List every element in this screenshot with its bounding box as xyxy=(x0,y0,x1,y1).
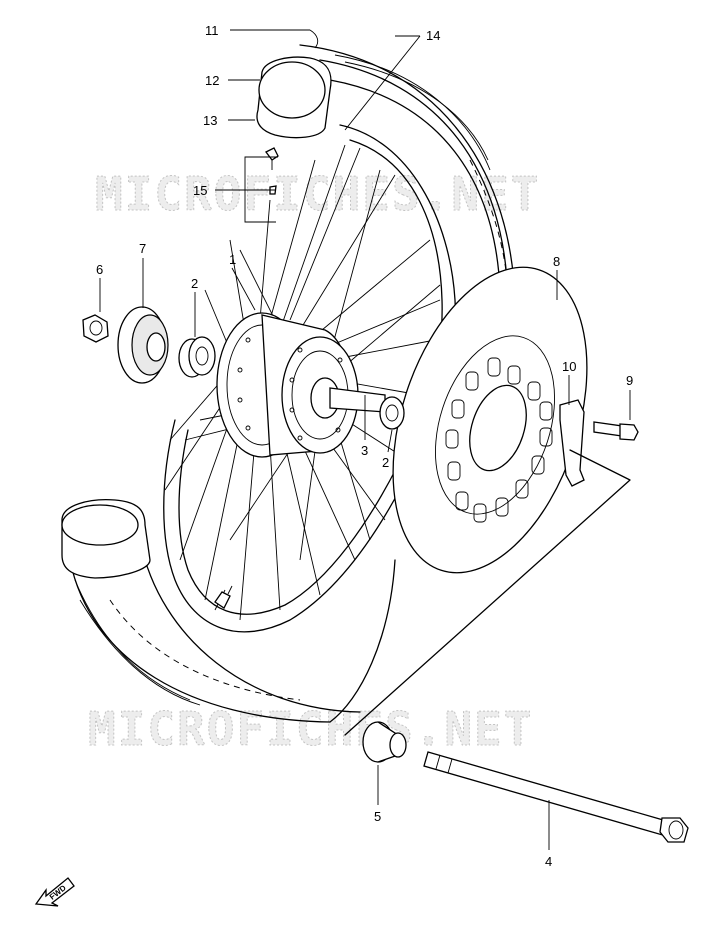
callout-8: 8 xyxy=(553,254,560,269)
rim xyxy=(163,124,456,633)
assembly-guide-lines xyxy=(344,449,631,736)
axle-shaft xyxy=(423,751,689,843)
brake-disc xyxy=(392,266,588,574)
callout-4: 4 xyxy=(545,854,552,869)
callout-5: 5 xyxy=(374,809,381,824)
axle-collar xyxy=(362,721,407,763)
callout-2-left: 2 xyxy=(191,276,198,291)
callout-9: 9 xyxy=(626,373,633,388)
hub xyxy=(216,312,386,458)
callout-10: 10 xyxy=(562,359,576,374)
axle-nut xyxy=(82,314,109,343)
fwd-arrow-icon: FWD xyxy=(34,877,75,907)
callout-13: 13 xyxy=(203,113,217,128)
disc-bolt xyxy=(593,421,639,441)
callout-6: 6 xyxy=(96,262,103,277)
callout-14: 14 xyxy=(426,28,440,43)
bearing-right xyxy=(379,396,405,430)
callout-15: 15 xyxy=(193,183,207,198)
leader-lines xyxy=(99,29,631,850)
tire-valve xyxy=(214,585,233,609)
bearing-left xyxy=(178,336,216,378)
watermark-bottom: MICROFICHES.NET xyxy=(88,702,533,756)
callout-2-right: 2 xyxy=(382,455,389,470)
callout-7: 7 xyxy=(139,241,146,256)
callout-numbers: 11 12 13 14 15 1 7 6 2 8 10 9 3 2 5 4 xyxy=(96,23,633,869)
watermark-top: MICROFICHES.NET xyxy=(95,167,540,221)
dust-cover xyxy=(117,306,169,384)
callout-12: 12 xyxy=(205,73,219,88)
callout-11: 11 xyxy=(205,23,219,38)
callout-3: 3 xyxy=(361,443,368,458)
callout-1: 1 xyxy=(229,252,236,267)
lock-washer xyxy=(559,399,585,487)
